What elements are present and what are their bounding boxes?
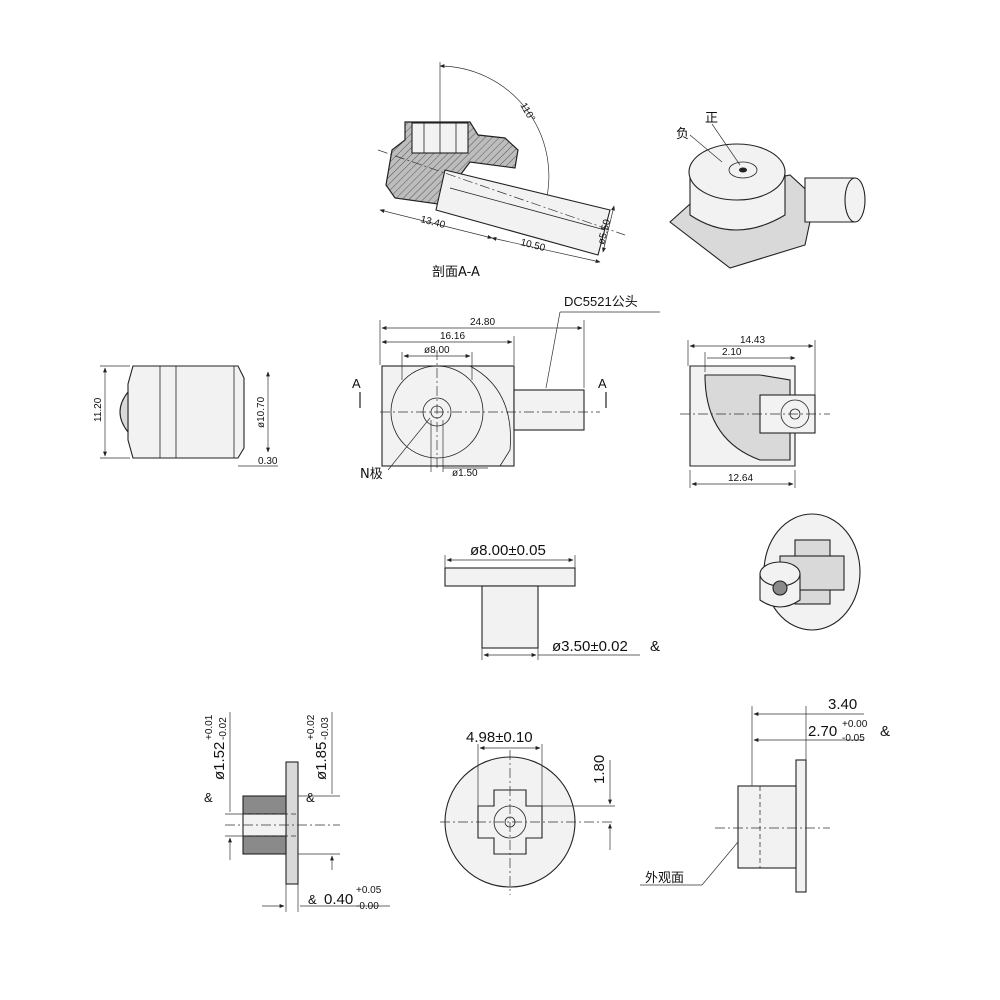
pin-outer-label: ø1.85	[313, 742, 330, 780]
front-view: 24.80 16.16 ø8.00 DC5521公头 A A N极 ø1.50	[352, 294, 660, 482]
flange-shaft-label: ø3.50±0.02	[552, 638, 628, 655]
pin-flange	[285, 761, 299, 885]
right-width-label: 14.43	[740, 335, 765, 346]
profile-tol-dn: -0.05	[842, 733, 865, 744]
profile-total-label: 3.40	[828, 696, 857, 713]
profile-body	[737, 785, 797, 869]
flange-iso-view	[759, 513, 861, 631]
face-height-label: 1.80	[591, 755, 608, 784]
pin-inner-label: ø1.52	[211, 742, 228, 780]
iso-positive-label: 正	[705, 111, 718, 126]
pin-detail-view: ø1.52 +0.01 -0.02 & ø1.85 +0.02 -0.03 & …	[204, 712, 390, 912]
pin-inner-tol-up: +0.01	[204, 714, 215, 740]
section-title: 剖面A-A	[432, 265, 480, 280]
right-view: 14.43 2.10 12.64	[680, 335, 830, 488]
front-body	[381, 365, 515, 467]
front-total-label: 24.80	[470, 317, 495, 328]
pin-inner-tol-dn: -0.02	[218, 717, 229, 740]
isometric-view: 正 负	[669, 111, 866, 269]
profile-part-label: 2.70	[808, 723, 837, 740]
cut-mark-right: A	[598, 376, 607, 391]
face-view: 4.98±0.10 1.80	[440, 729, 615, 895]
face-width-label: 4.98±0.10	[466, 729, 533, 746]
profile-tol-up: +0.00	[842, 719, 868, 730]
pin-thk-tol-up: +0.05	[356, 885, 382, 896]
flange-shaft	[481, 585, 539, 649]
right-offset-label: 2.10	[722, 347, 742, 358]
pin-thk-tol-dn: -0.00	[356, 901, 379, 912]
side-view: 11.20 ø10.70 0.30	[93, 365, 278, 467]
flange-dia-label: ø8.00±0.05	[470, 542, 546, 559]
front-npole-label: N极	[360, 467, 383, 482]
front-hole-label: ø8.00	[424, 345, 450, 356]
side-height-label: 11.20	[93, 397, 104, 422]
section-dim-1: 13.40	[419, 214, 446, 231]
section-a-a-view: 110° 13.40 10.50 ø5.50 剖面A-A	[377, 62, 626, 280]
side-thk-label: 0.30	[258, 456, 278, 467]
front-callout: DC5521公头	[564, 294, 638, 309]
pin-outer-tol-up: +0.02	[306, 714, 317, 740]
iso-negative-label: 负	[676, 127, 689, 142]
cut-mark-left: A	[352, 376, 361, 391]
front-body-label: 16.16	[440, 331, 465, 342]
profile-flange	[795, 759, 807, 893]
iso-top-face	[688, 143, 786, 201]
flange-symbol: &	[650, 638, 660, 655]
side-dia-label: ø10.70	[256, 396, 267, 428]
profile-note: 外观面	[645, 871, 684, 886]
front-pin-label: ø1.50	[452, 468, 478, 479]
pin-thk-symbol: &	[308, 892, 317, 907]
pin-inner-symbol: &	[204, 790, 213, 805]
pin-outer-symbol: &	[306, 790, 315, 805]
profile-view: 3.40 2.70 +0.00 -0.05 & 外观面	[640, 696, 890, 893]
front-plug	[513, 389, 585, 431]
pin-outer-tol-dn: -0.03	[320, 717, 331, 740]
flange-pin-view: ø8.00±0.05 ø3.50±0.02 &	[444, 542, 660, 660]
flange-disc	[444, 567, 576, 587]
profile-symbol: &	[880, 723, 890, 740]
right-bottom-label: 12.64	[728, 473, 753, 484]
pin-thk-label: 0.40	[324, 891, 353, 908]
